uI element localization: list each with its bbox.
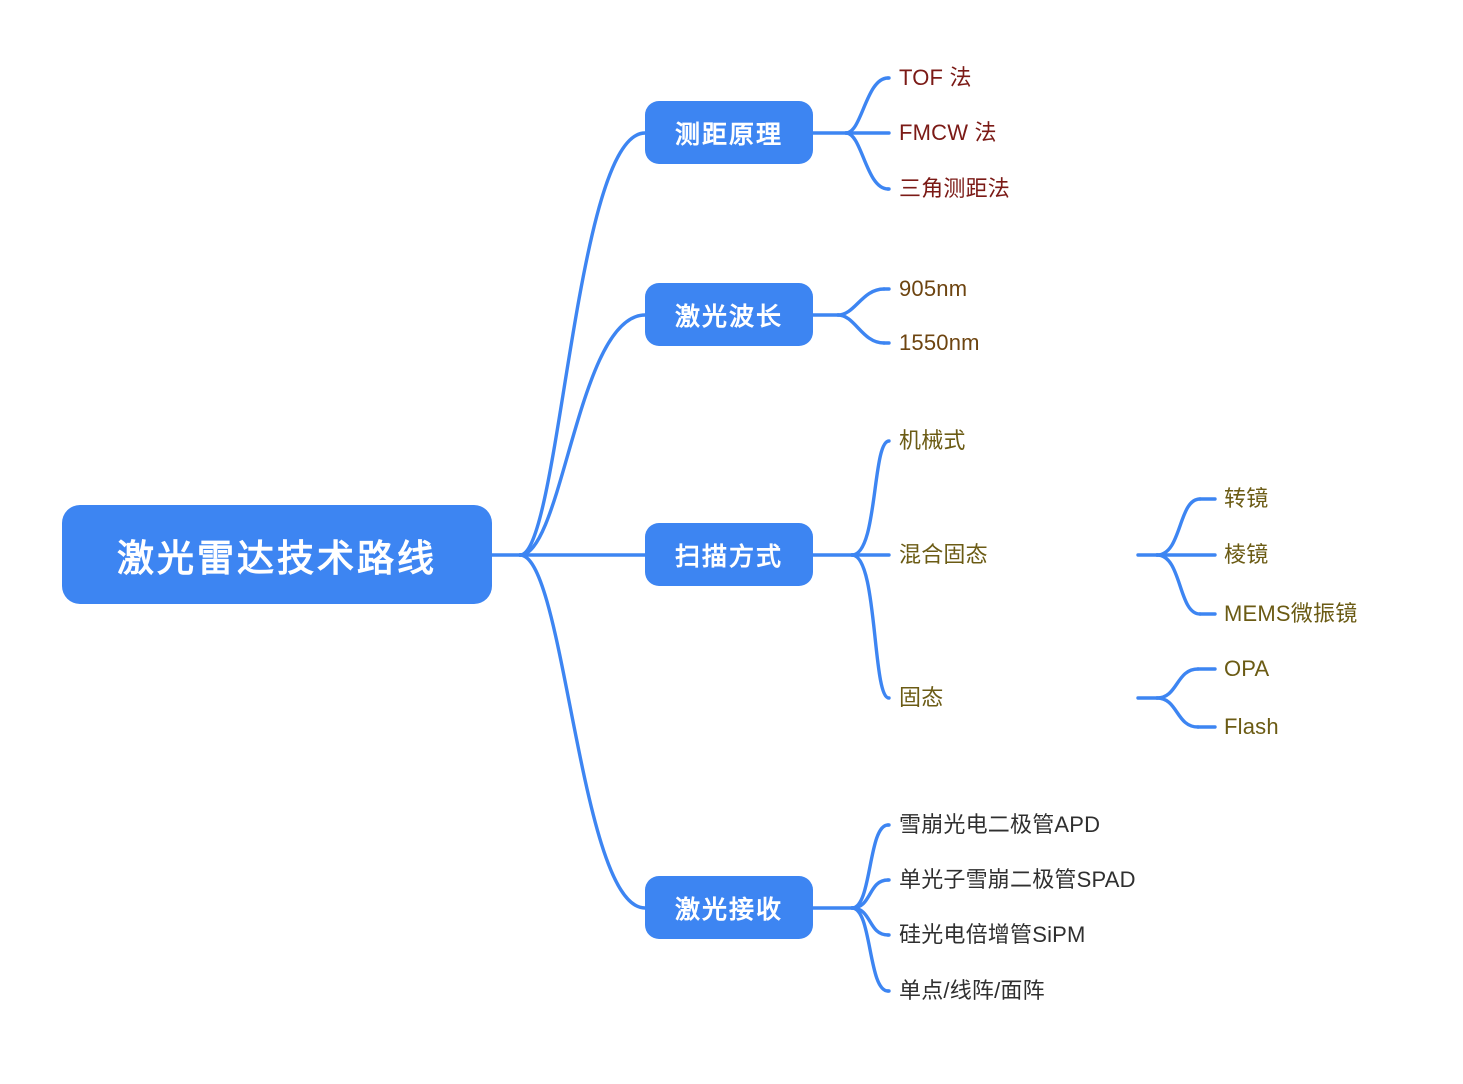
branch-node-label: 激光波长 xyxy=(674,302,783,331)
edge-branch-4-leaf-3 xyxy=(850,906,890,937)
root-node[interactable]: 激光雷达技术路线 xyxy=(62,505,492,604)
leaf-spad[interactable]: 单光子雪崩二极管SPAD xyxy=(899,867,1136,892)
branch-node-laser-wavelength[interactable]: 激光波长 xyxy=(645,283,813,346)
leaf-mechanical[interactable]: 机械式 xyxy=(899,428,966,453)
branch-node-label: 激光接收 xyxy=(674,895,783,924)
edge-branch-4-leaf-2 xyxy=(850,878,890,910)
leaf-sipm[interactable]: 硅光电倍增管SiPM xyxy=(899,922,1086,947)
edge-branch-1-leaf-3 xyxy=(844,131,890,191)
leaf-triangulation[interactable]: 三角测距法 xyxy=(899,176,1011,201)
edge-branch-1-leaf-1 xyxy=(844,76,890,135)
edge-branch-2-leaf-1 xyxy=(836,287,886,317)
edge-branch-4-leaf-1 xyxy=(850,823,890,910)
branch-node-ranging-principle[interactable]: 测距原理 xyxy=(645,101,813,164)
leaf-905nm[interactable]: 905nm xyxy=(899,276,968,301)
edge-root-to-branch-4 xyxy=(518,553,647,910)
root-node-label: 激光雷达技术路线 xyxy=(117,537,437,579)
branch-node-scanning-method[interactable]: 扫描方式 xyxy=(645,523,813,586)
leaf-flash[interactable]: Flash xyxy=(1224,714,1279,739)
leaf-tof[interactable]: TOF 法 xyxy=(899,65,972,90)
leaf-1550nm[interactable]: 1550nm xyxy=(899,330,980,355)
edge-branch-3-leaf-1 xyxy=(850,439,891,557)
edge-branch-2-leaf-2 xyxy=(836,313,886,345)
leaf-array-types[interactable]: 单点/线阵/面阵 xyxy=(899,978,1045,1003)
leaf-opa[interactable]: OPA xyxy=(1224,656,1270,681)
edge-hybrid-child-3 xyxy=(1155,553,1202,616)
leaf-fmcw[interactable]: FMCW 法 xyxy=(899,120,997,145)
leaf-hybrid-solid-state[interactable]: 混合固态 xyxy=(899,542,988,567)
leaf-rotating-mirror[interactable]: 转镜 xyxy=(1224,486,1269,511)
edge-root-to-branch-1 xyxy=(518,131,647,557)
edge-root-to-branch-2 xyxy=(518,313,647,557)
edge-hybrid-child-1 xyxy=(1155,497,1202,557)
edge-solid-child-1 xyxy=(1155,667,1200,700)
edge-solid-child-2 xyxy=(1155,696,1200,729)
leaf-prism[interactable]: 棱镜 xyxy=(1224,542,1269,567)
leaf-solid-state[interactable]: 固态 xyxy=(899,685,944,710)
branch-node-label: 测距原理 xyxy=(674,120,783,149)
leaf-apd[interactable]: 雪崩光电二极管APD xyxy=(899,812,1101,837)
leaf-mems-micromirror[interactable]: MEMS微振镜 xyxy=(1224,601,1358,626)
edge-branch-3-leaf-3 xyxy=(850,553,891,700)
branch-node-laser-reception[interactable]: 激光接收 xyxy=(645,876,813,939)
edge-branch-4-leaf-4 xyxy=(850,906,890,993)
branch-node-label: 扫描方式 xyxy=(674,542,783,571)
